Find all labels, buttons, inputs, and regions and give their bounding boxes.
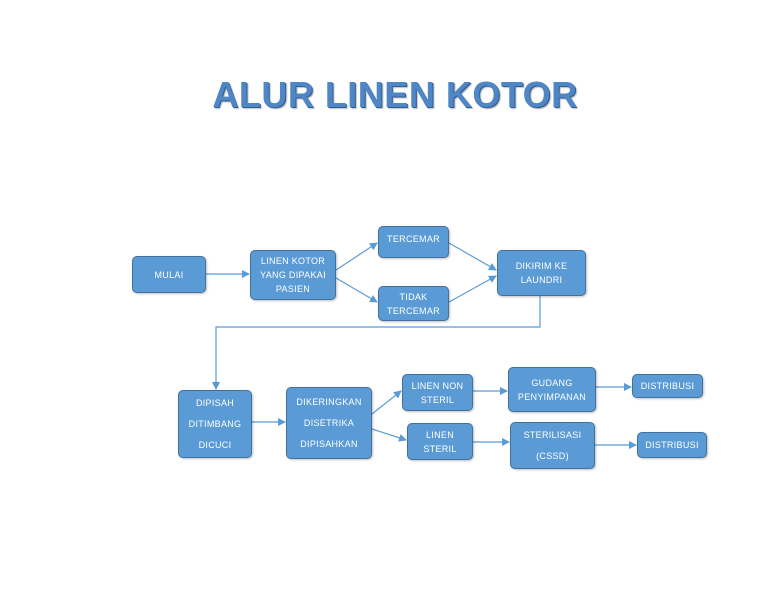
node-label-line: DISETRIKA [303, 417, 355, 428]
arrow-dikeringkan-non-steril [371, 390, 402, 415]
node-label-line: STERIL [423, 443, 457, 454]
node-tercemar: TERCEMAR [378, 226, 449, 258]
node-label-line: LINEN [425, 429, 454, 440]
arrow-tidak-tercemar-dikirim [448, 275, 497, 303]
arrow-linen-kotor-tercemar [335, 242, 378, 271]
node-label-line: DICUCI [198, 439, 232, 450]
node-distribusi-2: DISTRIBUSI [637, 432, 707, 458]
arrow-dikeringkan-steril [371, 428, 407, 442]
node-linen-kotor: LINEN KOTOR YANG DIPAKAI PASIEN [250, 250, 336, 300]
arrow-tercemar-dikirim [448, 242, 497, 271]
node-label-line: DIKIRIM KE [515, 261, 568, 271]
node-dikirim-ke-laundri: DIKIRIM KE LAUNDRI [497, 250, 586, 296]
node-label-line: DITIMBANG [188, 418, 242, 429]
node-label-line: LAUNDRI [520, 275, 563, 285]
node-label-line: TERCEMAR [387, 234, 440, 244]
node-label-line: DIPISAHKAN [300, 438, 358, 449]
node-label-line: TIDAK [399, 291, 428, 302]
node-label-line: GUDANG [531, 377, 573, 388]
node-linen-non-steril: LINEN NON STERIL [402, 374, 473, 411]
node-label-line: PASIEN [275, 284, 311, 294]
node-label-line: STERILISASI [523, 429, 582, 440]
node-label-line: YANG DIPAKAI [260, 270, 326, 280]
node-label-line: TERCEMAR [387, 305, 440, 316]
node-linen-steril: LINEN STERIL [407, 423, 473, 460]
arrow-linen-kotor-tidak-tercemar [335, 277, 378, 303]
node-gudang-penyimpanan: GUDANG PENYIMPANAN [508, 367, 596, 412]
diagram-title: ALUR LINEN KOTOR [212, 74, 578, 115]
node-label-line: STERIL [420, 394, 455, 405]
node-label-line: (CSSD) [536, 450, 569, 461]
node-dipisah-ditimbang-dicuci: DIPISAH DITIMBANG DICUCI [178, 390, 252, 458]
node-label-line: DIKERINGKAN [296, 396, 362, 407]
node-tidak-tercemar: TIDAK TERCEMAR [378, 286, 449, 321]
node-mulai: MULAI [132, 256, 206, 293]
node-label-line: DISTRIBUSI [645, 440, 699, 450]
node-label-line: DISTRIBUSI [640, 381, 695, 391]
node-label-line: LINEN KOTOR [260, 256, 326, 266]
node-sterilisasi-cssd: STERILISASI (CSSD) [510, 422, 595, 469]
node-distribusi-1: DISTRIBUSI [632, 374, 703, 398]
node-label-line: DIPISAH [195, 397, 235, 408]
arrow-dikirim-dipisah [212, 296, 541, 390]
node-label-line: MULAI [154, 269, 184, 280]
node-label-line: PENYIMPANAN [517, 391, 587, 402]
node-dikeringkan-disetrika: DIKERINGKAN DISETRIKA DIPISAHKAN [286, 387, 372, 459]
node-label-line: LINEN NON [411, 380, 464, 391]
